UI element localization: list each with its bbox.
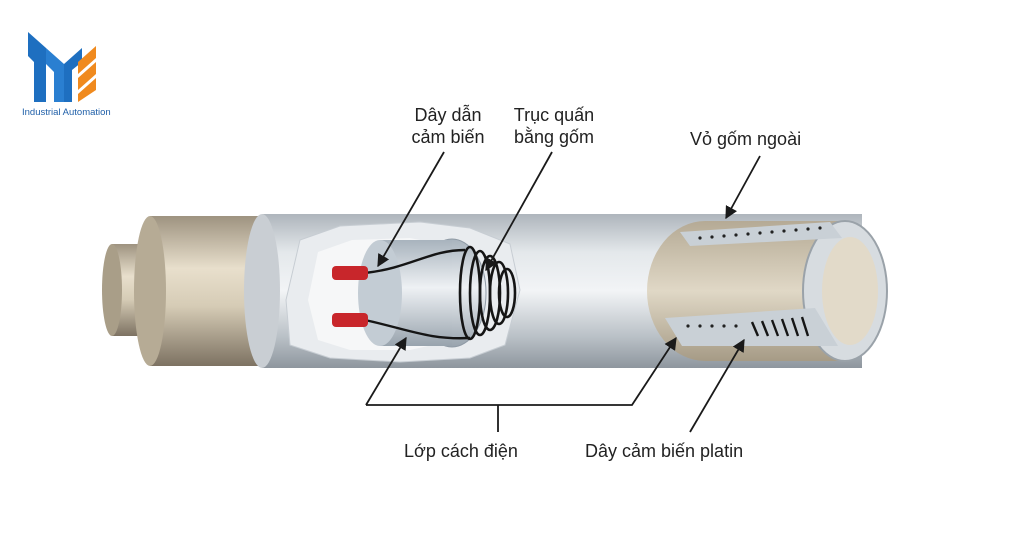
end-cap-large (134, 216, 265, 366)
logo-orange-mid (78, 62, 96, 90)
upper-wire-dots (698, 226, 822, 240)
label-sensor-lead-wire-line2: cảm biến (411, 127, 485, 147)
label-sensor-lead-wire-line1: Dây dẫn (414, 105, 482, 125)
open-shell-end (647, 220, 888, 362)
label-ceramic-core-line2: bằng gốm (513, 127, 595, 147)
lower-coil (750, 316, 810, 337)
arrow-ceramic-core (485, 151, 553, 272)
label-sensor-lead-wire: Dây dẫn cảm biến (400, 104, 496, 148)
label-ceramic-core-line1: Trục quấn (513, 105, 595, 125)
label-platinum-sensing-wire: Dây cảm biến platin (585, 441, 744, 461)
arrow-outer-shell (725, 155, 761, 220)
arrow-lead-wire (377, 151, 445, 268)
label-insulation-layer: Lớp cách điện (404, 441, 518, 461)
arrow-insulation-left (365, 336, 407, 406)
logo-orange-top (78, 46, 96, 74)
lead-tip-top (332, 266, 368, 280)
logo-blue-m (28, 32, 46, 102)
coil-windings (458, 245, 517, 341)
callout-arrows (365, 151, 761, 433)
cutaway-section (285, 221, 521, 363)
company-logo (28, 32, 96, 102)
lead-wires (364, 248, 471, 340)
logo-blue-right (64, 48, 82, 102)
lead-tip-bottom (332, 313, 368, 327)
label-ceramic-core: Trục quấn bằng gốm (500, 104, 608, 148)
label-outer-ceramic-shell: Vỏ gốm ngoài (690, 129, 802, 149)
brand-tagline: Industrial Automation (22, 107, 111, 118)
lower-wire-dots (686, 324, 738, 328)
logo-orange-bot (78, 78, 96, 102)
arrow-platinum-wire (689, 338, 745, 433)
arrow-insulation (366, 336, 677, 406)
logo-blue-stroke (46, 48, 64, 102)
